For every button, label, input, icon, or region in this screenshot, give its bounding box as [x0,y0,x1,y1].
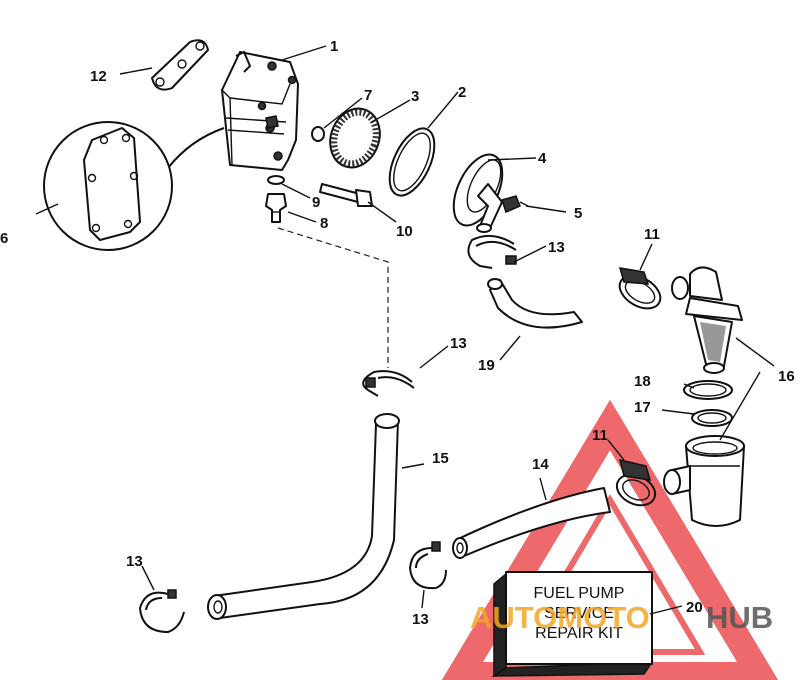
watermark-logo: AUTOMOTO HUB [470,600,773,635]
hose-clamp-middle [362,370,415,397]
callout-10: 10 [396,223,413,240]
callout-13-lower-left: 13 [126,553,143,570]
fuel-fitting [265,193,287,223]
callout-numbers: 1 2 3 4 5 6 7 8 9 10 11 11 12 13 13 13 1… [0,38,795,628]
pump-cover [452,153,504,233]
filter-hose [452,487,611,559]
callout-4: 4 [538,150,547,167]
callout-16: 16 [778,368,795,385]
callout-9: 9 [312,194,320,211]
callout-3: 3 [411,88,419,105]
alignment-dashed-line [277,227,389,368]
callout-2: 2 [458,84,466,101]
callout-13-upper: 13 [548,239,565,256]
filter-screen [329,107,381,169]
detail-lead-line [167,127,225,169]
fitting-o-ring [267,175,285,185]
callout-8: 8 [320,215,328,232]
large-o-ring [388,127,436,197]
kit-label-line3: REPAIR KIT [535,625,623,642]
hose-clamp-upper-right [618,267,662,310]
callout-19: 19 [478,357,495,374]
callout-11-upper: 11 [644,226,660,243]
leader-lines [35,45,775,615]
kit-label-line1: FUEL PUMP [534,585,625,602]
small-o-ring [311,126,325,142]
callout-11-lower: 11 [592,427,608,444]
callout-5: 5 [574,205,582,222]
kit-label-line2: SERVICE [544,605,614,622]
callout-6: 6 [0,230,8,247]
watermark-text-hub: HUB [706,600,773,635]
callout-1: 1 [330,38,338,55]
long-hose [207,413,400,620]
watermark-text-automoto: AUTOMOTO [470,600,650,635]
fuel-filter-assembly [671,266,743,374]
callout-15: 15 [432,450,449,467]
filter-bowl [663,435,745,527]
hose-clamp-lower-left [138,589,185,634]
repair-kit-box: FUEL PUMP SERVICE REPAIR KIT [491,571,654,678]
callout-13-lower-middle: 13 [412,611,429,628]
callout-13-middle: 13 [450,335,467,352]
hose-clamp-lower-middle [408,541,447,590]
gasket-plate [151,39,209,91]
hose-clamp-upper [467,234,517,269]
short-hose [487,278,583,329]
callout-7: 7 [364,87,372,104]
filter-o-ring-small [691,409,733,427]
fuel-pump-body [221,50,299,171]
hose-clamp-lower [615,458,657,507]
long-bolt [319,183,373,207]
filter-o-ring-large [683,380,733,400]
callout-12: 12 [90,68,107,85]
callout-18: 18 [634,373,651,390]
callout-14: 14 [532,456,549,473]
cover-screw [501,195,529,214]
callout-20: 20 [686,599,703,616]
callout-17: 17 [634,399,651,416]
gasket-detail-inset [43,121,173,251]
